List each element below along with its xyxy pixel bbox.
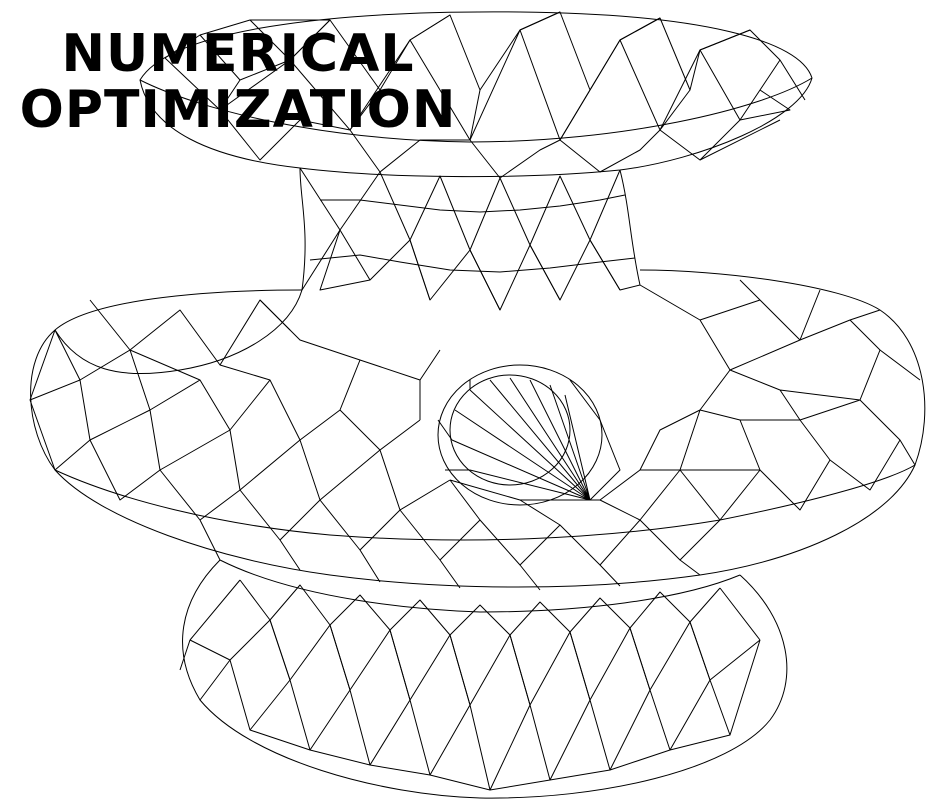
mesh-top-rim — [139, 11, 813, 179]
mesh-bottom-base — [179, 559, 788, 799]
mesh-tunnel-hole — [437, 364, 621, 506]
slide-title-line-2: OPTIMIZATION — [19, 80, 457, 140]
slide-title: NUMERICAL OPTIMIZATION — [0, 26, 488, 138]
slide-title-line-1: NUMERICAL — [61, 24, 415, 84]
mesh-neck — [299, 167, 641, 311]
mesh-middle-disc — [29, 269, 926, 591]
